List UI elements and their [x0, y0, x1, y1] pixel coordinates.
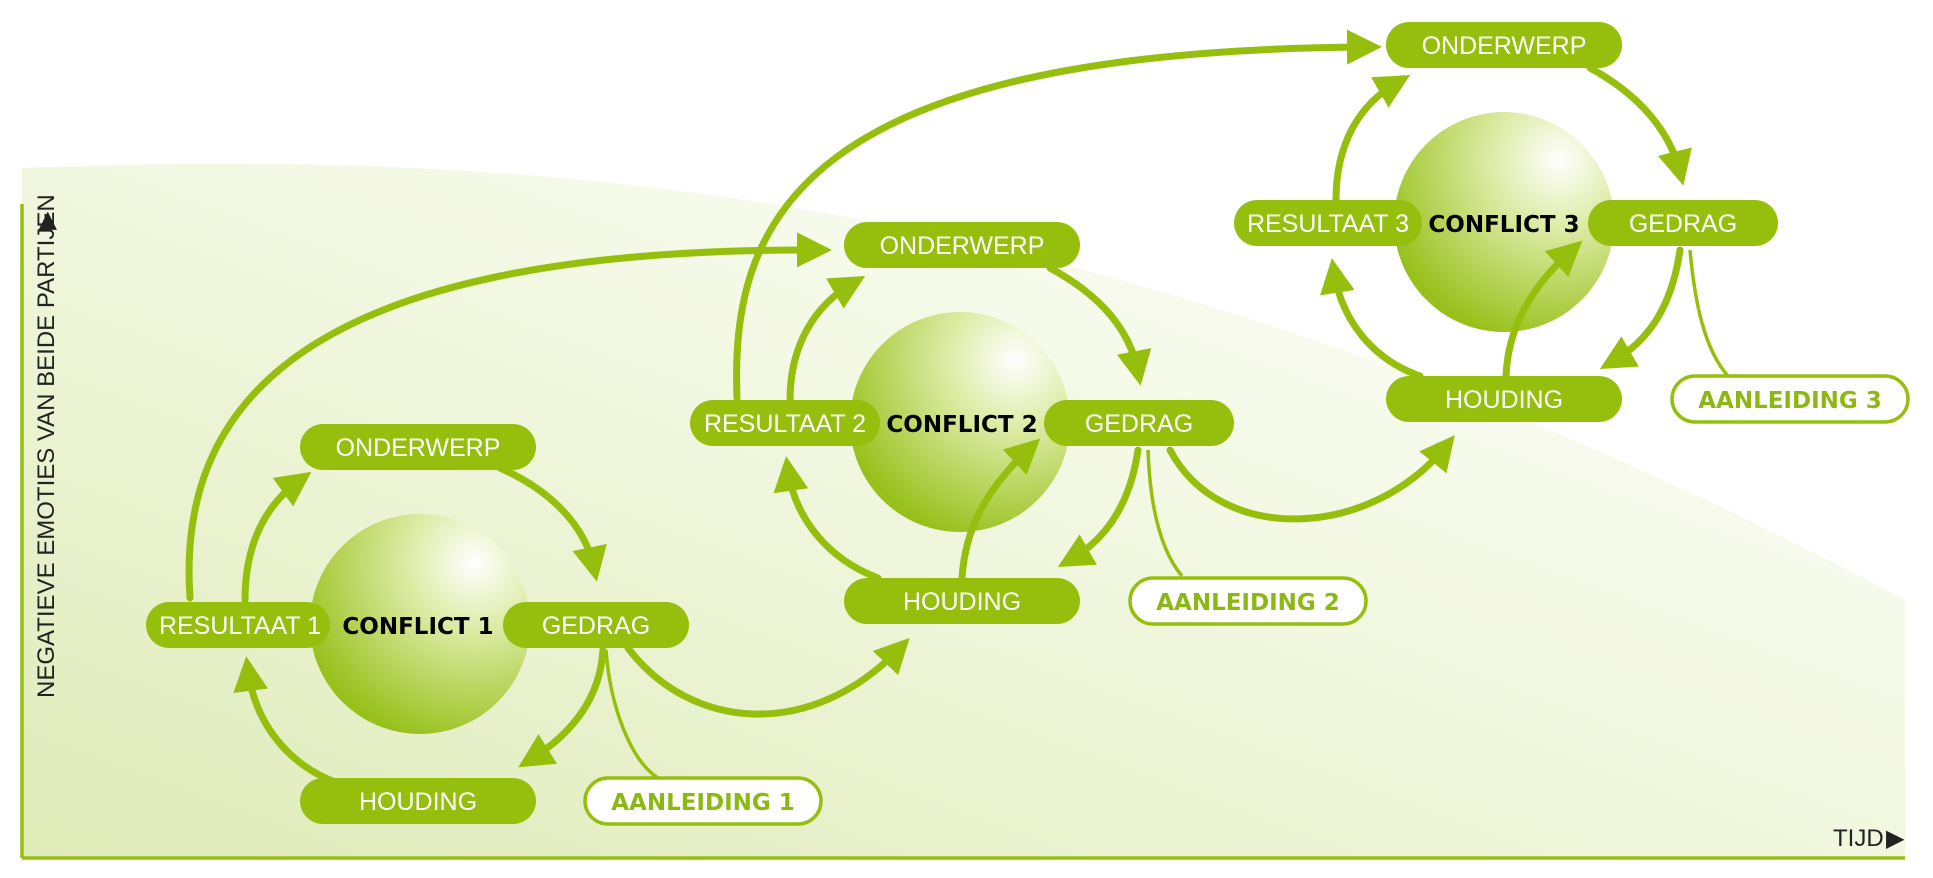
conflict-cycle-2: ONDERWERP RESULTAAT 2 CONFLICT 2 GEDRAG … [690, 222, 1368, 626]
arrow-gedrag-houding [518, 646, 607, 768]
arrow-gedrag-houding [1057, 446, 1142, 567]
resultaat-label: RESULTAAT 1 [159, 612, 321, 640]
arrow-gedrag-houding [1599, 246, 1684, 370]
aanleiding-line [604, 649, 659, 780]
arrow-houding-gedrag [958, 438, 1041, 582]
x-axis-label: TIJD [1833, 825, 1884, 852]
y-axis-label: NEGATIEVE EMOTIES VAN BEIDE PARTIJEN [33, 194, 60, 698]
arc-gedrag1-to-houding2 [624, 637, 910, 718]
x-axis-arrow-icon: ▶ [1886, 825, 1905, 852]
onderwerp-pill [300, 424, 536, 470]
arrow-resultaat-onderwerp [241, 471, 312, 604]
resultaat-label: RESULTAAT 3 [1247, 210, 1409, 238]
aanleiding-line [1688, 249, 1730, 378]
gedrag-label: GEDRAG [1629, 210, 1737, 238]
onderwerp-label: ONDERWERP [336, 434, 501, 462]
arrow-houding-resultaat [773, 456, 882, 582]
onderwerp-pill [844, 222, 1080, 268]
arrow-houding-gedrag [1502, 240, 1583, 380]
conflict-cycle-1: ONDERWERP RESULTAAT 1 CONFLICT 1 GEDRAG … [146, 424, 823, 826]
aanleiding-pill [1128, 576, 1368, 626]
houding-pill [844, 578, 1080, 624]
gedrag-pill [1588, 200, 1778, 246]
conflict-sphere [310, 514, 530, 734]
aanleiding-pill [583, 776, 823, 826]
arrow-onderwerp-gedrag [496, 464, 607, 582]
gedrag-pill [503, 602, 689, 648]
arrow-onderwerp-gedrag [1046, 264, 1152, 386]
aanleiding-pill [1670, 374, 1910, 424]
aanleiding-label: AANLEIDING 2 [1156, 590, 1340, 616]
houding-pill [1386, 376, 1622, 422]
y-axis-arrow-icon: ▶ [33, 211, 60, 230]
arrow-houding-resultaat [233, 656, 339, 786]
resultaat-pill [1234, 200, 1422, 246]
houding-label: HOUDING [1445, 386, 1563, 414]
resultaat-pill [146, 602, 330, 648]
resultaat-pill [690, 400, 880, 446]
arc-resultaat1-to-onderwerp2 [185, 232, 832, 602]
conflict-label: CONFLICT 2 [886, 412, 1037, 438]
houding-pill [300, 778, 536, 824]
conflict-label: CONFLICT 1 [342, 614, 493, 640]
arrow-resultaat-onderwerp [1332, 75, 1411, 204]
resultaat-label: RESULTAAT 2 [704, 410, 866, 438]
arc-gedrag2-to-houding3 [1166, 435, 1455, 523]
houding-label: HOUDING [359, 788, 477, 816]
aanleiding-label: AANLEIDING 1 [611, 790, 795, 816]
aanleiding-label: AANLEIDING 3 [1698, 388, 1882, 414]
gedrag-pill [1044, 400, 1234, 446]
arrow-onderwerp-gedrag [1586, 64, 1692, 186]
arrow-resultaat-onderwerp [786, 275, 866, 404]
onderwerp-label: ONDERWERP [1422, 32, 1587, 60]
gedrag-label: GEDRAG [1085, 410, 1193, 438]
aanleiding-line [1146, 449, 1184, 578]
houding-label: HOUDING [903, 588, 1021, 616]
conflict-label: CONFLICT 3 [1428, 212, 1579, 238]
onderwerp-pill [1386, 22, 1622, 68]
arrow-houding-resultaat [1320, 258, 1424, 380]
conflict-sphere [850, 312, 1070, 532]
arc-resultaat2-to-onderwerp3 [733, 29, 1382, 402]
onderwerp-label: ONDERWERP [880, 232, 1045, 260]
gedrag-label: GEDRAG [542, 612, 650, 640]
conflict-cycle-3: ONDERWERP RESULTAAT 3 CONFLICT 3 GEDRAG … [1234, 22, 1910, 424]
